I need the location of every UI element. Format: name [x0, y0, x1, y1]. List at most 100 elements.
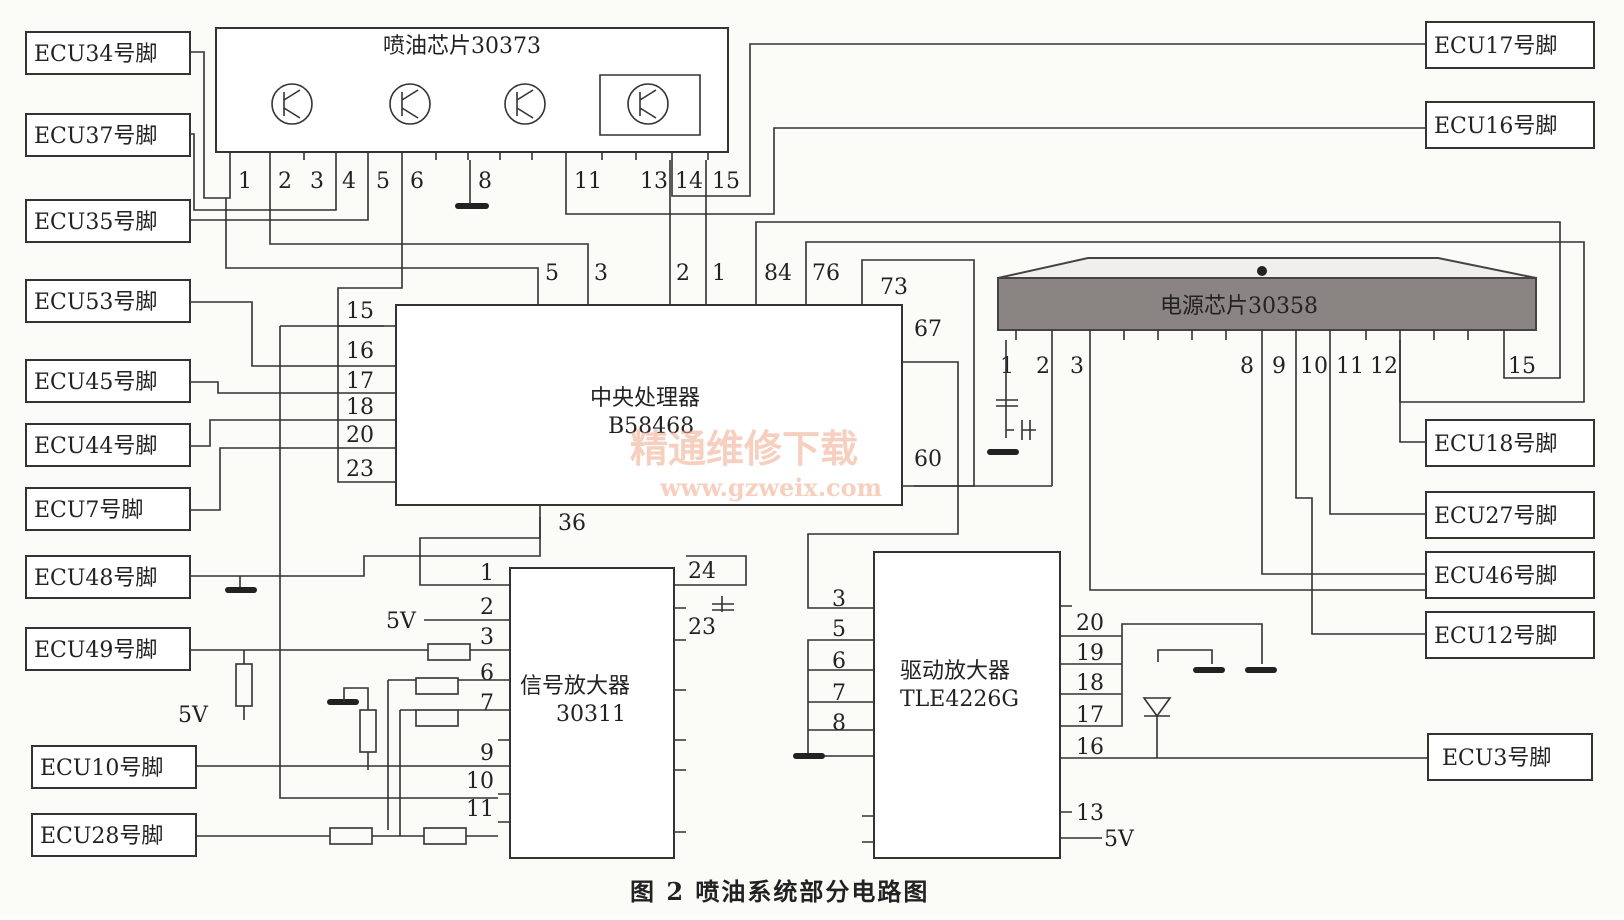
pin-label: 3: [832, 587, 846, 612]
ecu-label: ECU46号脚: [1434, 564, 1557, 589]
pin-label: 7: [832, 681, 846, 706]
pin-label: 24: [688, 559, 716, 584]
signal-label-2: 30311: [556, 702, 626, 727]
watermark-text: 精通维修下载: [630, 426, 858, 471]
pin-label: 3: [594, 261, 608, 286]
wiring: [190, 43, 1585, 837]
pin-label: 2: [480, 595, 494, 620]
pin-label: 4: [342, 169, 356, 194]
pin-label: 11: [466, 797, 494, 822]
pin-label: 73: [880, 275, 908, 300]
ecu-label: ECU44号脚: [34, 434, 157, 459]
pin-label: 3: [1070, 354, 1084, 379]
driver-label-1: 驱动放大器: [900, 659, 1010, 684]
pin-label: 8: [832, 711, 846, 736]
pin-label: 1: [238, 169, 252, 194]
pin-label: 18: [346, 395, 374, 420]
pin-label: 67: [914, 317, 942, 342]
transistor-icon: [504, 83, 546, 125]
pin-label: 16: [346, 339, 374, 364]
pin-label: 3: [310, 169, 324, 194]
pin-label: 14: [675, 169, 703, 194]
pin-label: 17: [346, 369, 374, 394]
ecu-label: ECU12号脚: [1434, 624, 1557, 649]
pin-label: 15: [712, 169, 740, 194]
ecu-label: ECU48号脚: [34, 566, 157, 591]
pin-label: 17: [1076, 703, 1104, 728]
pin-label: 76: [812, 261, 840, 286]
pin-label: 23: [688, 615, 716, 640]
pin-label: 15: [1508, 354, 1536, 379]
pin-label: 6: [832, 649, 846, 674]
figure-caption: 图 2 喷油系统部分电路图: [630, 877, 929, 906]
pin-label: 6: [480, 661, 494, 686]
ecu-right-list: ECU17号脚 ECU16号脚 ECU18号脚 ECU27号脚 ECU46号脚 …: [1425, 21, 1595, 781]
pin-label: 3: [480, 625, 494, 650]
injector-pins: [229, 152, 709, 160]
transistor-icon: [271, 83, 313, 125]
pin-label: 7: [480, 691, 494, 716]
power-chip: 电源芯片30358 1 2 3 8 9 10 11 12 15: [987, 257, 1537, 486]
ecu-label: ECU17号脚: [1434, 34, 1557, 59]
pin-label: 5: [832, 617, 846, 642]
signal-amplifier-chip: 信号放大器 30311 1 2 3 6 7 9 10 11 24 23: [235, 555, 747, 859]
ecu-left-list: ECU34号脚 ECU37号脚 ECU35号脚 ECU53号脚 ECU45号脚 …: [25, 31, 197, 857]
transistor-icon: [389, 83, 431, 125]
driver-label-2: TLE4226G: [900, 687, 1019, 712]
pin-label: 2: [676, 261, 690, 286]
pin-label: 18: [1076, 671, 1104, 696]
voltage-label: 5V: [386, 609, 417, 634]
ecu-label: ECU49号脚: [34, 638, 157, 663]
ecu-label: ECU7号脚: [34, 498, 143, 523]
pin-label: 8: [478, 169, 492, 194]
pin-label: 1: [480, 561, 494, 586]
ecu-label: ECU34号脚: [34, 42, 157, 67]
ecu-label: ECU45号脚: [34, 370, 157, 395]
ecu-label: ECU37号脚: [34, 124, 157, 149]
cpu-label-2: B58468: [608, 414, 694, 439]
ecu-label: ECU53号脚: [34, 290, 157, 315]
ecu-label: ECU27号脚: [1434, 504, 1557, 529]
driver-amplifier-chip: 驱动放大器 TLE4226G 3 5 6 7 8 20 19 18 17 16 …: [793, 551, 1428, 859]
voltage-label: 5V: [178, 703, 209, 728]
pin-label: 2: [1036, 354, 1050, 379]
pin-label: 19: [1076, 641, 1104, 666]
pin-label: 10: [466, 769, 494, 794]
pin-label: 20: [1076, 611, 1104, 636]
ecu-label: ECU3号脚: [1442, 746, 1551, 771]
signal-label-1: 信号放大器: [520, 674, 630, 699]
watermark-url: www.gzweix.com: [659, 473, 882, 502]
pin-label: 20: [346, 423, 374, 448]
pin-label: 9: [480, 741, 494, 766]
ecu-label: ECU18号脚: [1434, 432, 1557, 457]
pin-label: 36: [558, 511, 586, 536]
pin-label: 2: [278, 169, 292, 194]
pin-label: 12: [1370, 354, 1398, 379]
pin-label: 84: [764, 261, 792, 286]
pin-label: 9: [1272, 354, 1286, 379]
pin-label: 8: [1240, 354, 1254, 379]
injector-chip: 喷油芯片30373 1 2 3 4 5 6 8 11 13 14 15: [215, 27, 740, 209]
ecu-label: ECU16号脚: [1434, 114, 1557, 139]
pin-label: 11: [1336, 354, 1364, 379]
pin-label: 11: [574, 169, 602, 194]
injector-chip-label: 喷油芯片30373: [383, 34, 541, 59]
power-chip-label: 电源芯片30358: [1160, 294, 1318, 319]
pin-label: 10: [1300, 354, 1328, 379]
ecu-label: ECU10号脚: [40, 756, 163, 781]
ecu-label: ECU35号脚: [34, 210, 157, 235]
transistor-icon: [627, 83, 669, 125]
voltage-label: 5V: [1104, 827, 1135, 852]
cpu-label-1: 中央处理器: [590, 386, 700, 411]
ecu-label: ECU28号脚: [40, 824, 163, 849]
pin-label: 23: [346, 457, 374, 482]
pin-label: 13: [640, 169, 668, 194]
pin-label: 1: [1000, 354, 1014, 379]
diode-icon: [1142, 697, 1172, 758]
pin-label: 1: [712, 261, 726, 286]
pin-label: 5: [376, 169, 390, 194]
pin-label: 15: [346, 299, 374, 324]
cpu-chip: 中央处理器 B58468 5 3 2 1 84 76 73 15 16 17 1…: [346, 261, 942, 536]
pin-label: 6: [410, 169, 424, 194]
